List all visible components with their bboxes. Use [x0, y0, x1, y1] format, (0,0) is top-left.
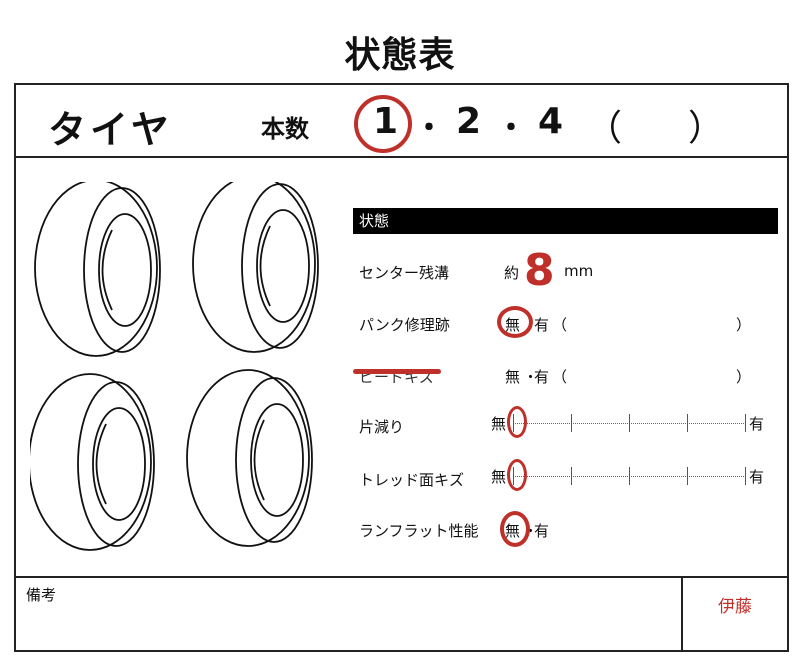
- tread-damage-scale[interactable]: [513, 466, 746, 486]
- scale-tick[interactable]: [745, 467, 746, 485]
- close-paren: ）: [736, 316, 752, 334]
- scale-tick[interactable]: [687, 467, 688, 485]
- other-open-paren: （: [586, 108, 623, 149]
- tire-diagrams: [30, 182, 319, 551]
- scale-tick[interactable]: [745, 414, 746, 432]
- footer-row: 備考 伊藤: [16, 576, 787, 652]
- strikethrough-mark: [353, 369, 441, 374]
- selection-circle: [354, 95, 412, 153]
- selection-circle: [507, 459, 527, 491]
- scale-min-label: 無: [491, 468, 507, 486]
- status-section-header: 状態: [353, 208, 778, 234]
- open-paren: （: [552, 368, 568, 386]
- close-paren: ）: [736, 368, 752, 386]
- separator: ・: [523, 368, 539, 386]
- quantity-option-4[interactable]: 4: [538, 101, 564, 142]
- inspector-signature: 伊藤: [718, 597, 752, 617]
- scale-min-label: 無: [491, 415, 507, 433]
- selection-circle: [497, 306, 533, 338]
- uneven-wear-scale[interactable]: [513, 413, 746, 433]
- footer-divider: [681, 578, 683, 652]
- body-area: 状態 センター残溝 約 8 mm パンク修理跡 無 ・ 有 （ ） ビードキズ …: [16, 158, 787, 576]
- quantity-label: 本数: [261, 115, 309, 143]
- scale-tick[interactable]: [571, 414, 572, 432]
- puncture-has-option[interactable]: 有: [534, 316, 550, 334]
- approx-prefix: 約: [504, 264, 520, 282]
- page-title: 状態表: [344, 35, 456, 76]
- separator: ・: [496, 111, 526, 146]
- scale-tick[interactable]: [629, 467, 630, 485]
- item-name: タイヤ: [48, 108, 173, 152]
- open-paren: （: [552, 316, 568, 334]
- status-sheet: タイヤ 本数 1 ・ 2 ・ 4 （ ）: [14, 83, 789, 652]
- tread-damage-label: トレッド面キズ: [359, 471, 465, 489]
- center-groove-label: センター残溝: [359, 264, 450, 282]
- remarks-label: 備考: [26, 586, 57, 604]
- bead-none-option[interactable]: 無: [505, 368, 521, 386]
- center-groove-value[interactable]: 8: [524, 245, 555, 296]
- puncture-repair-label: パンク修理跡: [359, 316, 450, 334]
- scale-tick[interactable]: [571, 467, 572, 485]
- scale-tick[interactable]: [687, 414, 688, 432]
- center-groove-unit: mm: [564, 262, 594, 280]
- runflat-has-option[interactable]: 有: [534, 522, 550, 540]
- runflat-label: ランフラット性能: [359, 522, 479, 540]
- quantity-option-2[interactable]: 2: [456, 101, 482, 142]
- uneven-wear-label: 片減り: [359, 418, 405, 436]
- other-close-paren: ）: [688, 108, 725, 149]
- selection-circle: [507, 406, 527, 438]
- scale-tick[interactable]: [629, 414, 630, 432]
- tire-icon[interactable]: [34, 182, 161, 357]
- scale-max-label: 有: [749, 415, 765, 433]
- tire-icon[interactable]: [192, 182, 319, 353]
- selection-circle: [500, 511, 530, 547]
- bead-has-option[interactable]: 有: [534, 368, 550, 386]
- tire-icon[interactable]: [30, 373, 155, 551]
- tire-icon[interactable]: [186, 369, 313, 547]
- separator: ・: [414, 111, 444, 146]
- header-row: タイヤ 本数 1 ・ 2 ・ 4 （ ）: [16, 85, 787, 158]
- scale-max-label: 有: [749, 468, 765, 486]
